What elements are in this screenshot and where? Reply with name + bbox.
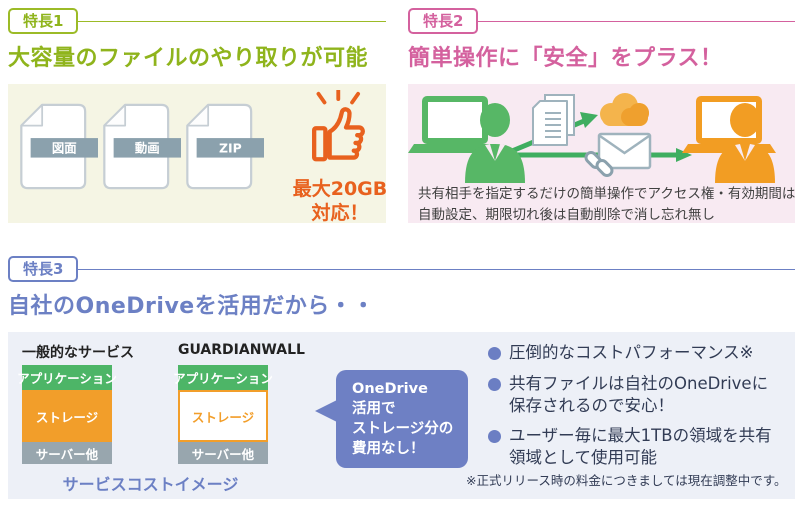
cost-column-generic-header: 一般的なサービス — [22, 345, 134, 361]
bullet-dot-icon — [488, 347, 501, 360]
documents-icon — [532, 94, 575, 146]
capacity-text-line2: 対応！ — [311, 201, 369, 224]
sender-person-icon — [465, 103, 525, 183]
feature3-badge: 特長3 — [8, 256, 79, 282]
feature2-badge-row: 特長2 — [408, 8, 795, 34]
envelope-icon — [597, 132, 652, 170]
benefit-item-quota: ユーザー毎に最大1TBの領域を共有 領域として使用可能 — [488, 425, 793, 469]
file-zip-label: ZIP — [219, 140, 242, 155]
guardianwall-storage-band: ストレージ — [178, 390, 268, 442]
benefit-item-cost: 圧倒的なコストパフォーマンス※ — [488, 342, 793, 364]
guardianwall-application-band: アプリケーション — [173, 365, 273, 390]
feature3-rule — [78, 268, 795, 270]
file-drawing-label: 図面 — [52, 140, 77, 155]
feature3-panel: 一般的なサービス アプリケーション ストレージ サーバー他 GUARDIANWA… — [8, 332, 795, 499]
feature2-caption: 共有相手を指定するだけの簡単操作でアクセス権・有効期間は 自動設定、期限切れ後は… — [418, 184, 795, 226]
receiver-person-icon — [715, 103, 775, 183]
feature3-badge-row: 特長3 — [8, 256, 795, 282]
cloud-icon — [600, 93, 649, 126]
bullet-dot-icon — [488, 377, 501, 391]
benefit-item-storage: 共有ファイルは自社のOneDriveに 保存されるので安心！ — [488, 373, 793, 417]
receiver-laptop-icon — [682, 96, 776, 153]
feature2-title: 簡単操作に「安全」をプラス！ — [408, 46, 723, 71]
feature2-caption-line1: 共有相手を指定するだけの簡単操作でアクセス権・有効期間は — [418, 186, 796, 202]
feature2-rule — [478, 20, 795, 22]
cost-column-guardianwall-header: GUARDIANWALL — [178, 342, 305, 358]
benefit-quota-line1: ユーザー毎に最大1TBの領域を共有 — [509, 426, 772, 446]
benefit-storage-line2: 保存されるので安心！ — [509, 395, 674, 415]
bubble-line3: ストレージ分の — [352, 421, 454, 437]
bullet-dot-icon — [488, 430, 501, 444]
chain-link-icon — [584, 151, 614, 177]
file-video-icon: 動画 — [103, 98, 181, 195]
bubble-line2: 活用で — [352, 401, 396, 417]
capacity-text: 最大20GB 対応！ — [290, 178, 390, 226]
feature3-title: 自社のOneDriveを活用だから・・ — [8, 294, 375, 319]
pricing-footnote: ※正式リリース時の料金につきましては現在調整中です。 — [466, 473, 787, 488]
benefit-cost-line1: 圧倒的なコストパフォーマンス※ — [509, 343, 754, 362]
bubble-line1: OneDrive — [352, 381, 428, 397]
feature2-section: 特長2 簡単操作に「安全」をプラス！ — [408, 8, 795, 223]
generic-application-band: アプリケーション — [17, 365, 117, 390]
generic-storage-band: ストレージ — [22, 390, 112, 442]
feature1-section: 特長1 大容量のファイルのやり取りが可能 図面 動画 — [8, 8, 387, 224]
benefit-storage-line1: 共有ファイルは自社のOneDriveに — [509, 373, 769, 393]
feature1-badge-row: 特長1 — [8, 8, 386, 34]
guardianwall-server-band: サーバー他 — [178, 442, 268, 464]
feature2-panel: 共有相手を指定するだけの簡単操作でアクセス権・有効期間は 自動設定、期限切れ後は… — [408, 84, 795, 223]
benefit-list: 圧倒的なコストパフォーマンス※ 共有ファイルは自社のOneDriveに 保存され… — [488, 342, 793, 478]
file-zip-icon: ZIP — [186, 98, 264, 195]
thumbs-up-icon — [312, 88, 365, 162]
benefit-quota-line2: 領域として使用可能 — [509, 448, 658, 468]
feature3-section: 特長3 自社のOneDriveを活用だから・・ 一般的なサービス アプリケーショ… — [8, 256, 795, 499]
feature2-caption-line2: 自動設定、期限切れ後は自動削除で消し忘れ無し — [418, 206, 715, 223]
feature1-badge: 特長1 — [8, 8, 79, 34]
onedrive-speech-bubble: OneDrive 活用で ストレージ分の 費用なし！ — [315, 370, 468, 468]
cost-column-generic: 一般的なサービス アプリケーション ストレージ サーバー他 — [17, 342, 134, 464]
file-video-label: 動画 — [135, 140, 160, 155]
capacity-text-line1: 最大20GB — [292, 178, 388, 200]
feature1-title: 大容量のファイルのやり取りが可能 — [8, 46, 369, 71]
feature1-rule — [78, 20, 386, 22]
bubble-line4: 費用なし！ — [352, 441, 425, 457]
cost-column-guardianwall: GUARDIANWALL アプリケーション ストレージ サーバー他 — [173, 342, 305, 464]
sharing-flow-illustration — [408, 93, 776, 183]
generic-server-band: サーバー他 — [22, 442, 112, 464]
capacity-callout: 最大20GB 対応！ — [290, 88, 390, 226]
speech-bubble-tail-icon — [315, 400, 337, 422]
feature1-panel: 図面 動画 ZIP — [8, 84, 387, 224]
cost-chart-caption: サービスコストイメージ — [62, 475, 239, 494]
file-drawing-icon: 図面 — [20, 98, 98, 195]
feature2-badge: 特長2 — [408, 8, 479, 34]
